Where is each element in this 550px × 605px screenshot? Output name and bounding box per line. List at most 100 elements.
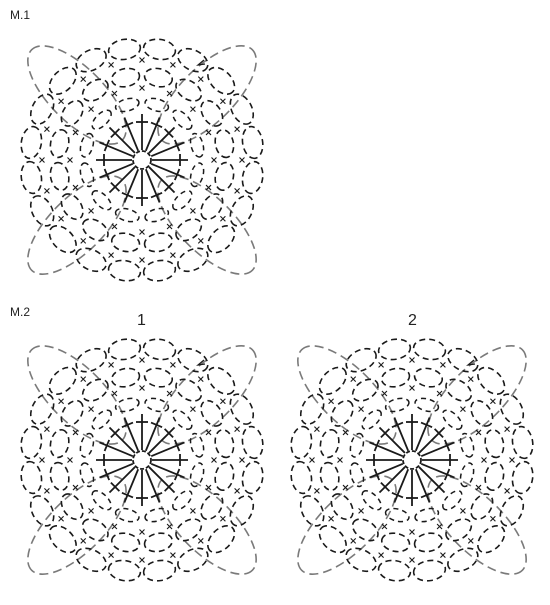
chain-arch	[81, 218, 109, 242]
chain-arch	[29, 495, 55, 527]
sc-stitch-symbol	[342, 429, 349, 436]
chain-arch	[75, 247, 107, 273]
sc-stitch-symbol	[139, 257, 145, 263]
magic-ring	[402, 450, 422, 470]
sc-stitch-symbol	[67, 157, 73, 163]
dc-crossbar	[121, 491, 134, 499]
chain-arch	[48, 225, 77, 254]
sc-stitch-symbol	[490, 398, 496, 405]
sc-stitch-symbol	[111, 223, 118, 230]
sc-stitch-symbol	[220, 215, 226, 222]
sc-stitch-symbol	[139, 357, 145, 363]
dc-stitch-symbol	[420, 441, 455, 458]
dc-stitch-symbol	[123, 417, 140, 452]
chain-arch	[470, 493, 494, 521]
chain-arch	[511, 460, 534, 495]
chain-arch	[175, 78, 203, 102]
chain-arch	[414, 397, 440, 413]
dc-crossbar	[103, 168, 111, 181]
dc-crossbar	[110, 481, 121, 492]
chain-arch	[207, 225, 236, 254]
chain-arch	[377, 559, 412, 582]
chain-arch	[345, 547, 377, 573]
sc-stitch-symbol	[108, 362, 114, 368]
sc-stitch-symbol	[350, 538, 357, 544]
dc-crossbar	[103, 439, 111, 452]
chain-arch	[189, 162, 205, 188]
dc-stitch-symbol	[108, 426, 136, 454]
chain-arch	[114, 507, 140, 523]
chain-arch	[75, 347, 107, 373]
sc-stitch-symbol	[350, 376, 357, 382]
chain-arch	[200, 99, 224, 127]
chain-arch	[20, 425, 43, 460]
dc-stitch-symbol	[393, 468, 410, 503]
chain-arch	[81, 378, 109, 402]
sc-stitch-symbol	[358, 406, 364, 412]
dc-crossbar	[163, 428, 174, 439]
sc-stitch-symbol	[72, 184, 79, 191]
dc-stitch-symbol	[150, 162, 185, 179]
sc-stitch-symbol	[58, 215, 64, 222]
dc-stitch-symbol	[123, 168, 140, 203]
dc-crossbar	[373, 468, 381, 481]
chain-arch	[60, 399, 84, 427]
dc-stitch-symbol	[144, 168, 161, 203]
chain-arch	[290, 425, 313, 460]
chain-arch	[172, 409, 193, 430]
chain-arch	[207, 525, 236, 554]
motif-m1	[20, 38, 264, 282]
sc-stitch-symbol	[504, 426, 510, 432]
sc-stitch-symbol	[378, 552, 384, 558]
chain-arch	[499, 495, 525, 527]
chain-arch	[445, 518, 473, 542]
sc-stitch-symbol	[72, 484, 79, 491]
sc-stitch-symbol	[88, 406, 94, 412]
dc-stitch-symbol	[123, 468, 140, 503]
chain-arch	[110, 532, 141, 553]
dc-stitch-symbol	[108, 466, 136, 494]
dc-stitch-symbol	[150, 141, 185, 158]
dc-stitch-symbol	[99, 141, 134, 158]
sc-stitch-symbol	[475, 484, 482, 491]
sc-stitch-symbol	[239, 157, 245, 163]
sc-stitch-symbol	[44, 426, 50, 432]
chain-arch	[412, 338, 447, 361]
chain-arch	[142, 259, 177, 282]
sc-stitch-symbol	[239, 457, 245, 463]
chain-arch	[175, 218, 203, 242]
chain-arch	[200, 493, 224, 521]
motif-number-2: 2	[408, 312, 417, 329]
sc-stitch-symbol	[381, 390, 388, 397]
chain-arch	[49, 461, 70, 492]
sc-stitch-symbol	[211, 157, 217, 163]
sc-stitch-symbol	[80, 376, 87, 382]
chain-arch	[459, 432, 475, 458]
chain-arch	[241, 425, 264, 460]
chain-arch	[48, 66, 77, 95]
dc-crossbar	[110, 181, 121, 192]
sc-stitch-symbol	[475, 429, 482, 436]
dc-crossbar	[433, 428, 444, 439]
sc-stitch-symbol	[220, 398, 226, 405]
chain-arch	[60, 493, 84, 521]
dc-crossbar	[380, 481, 391, 492]
sc-stitch-symbol	[358, 508, 364, 514]
chain-arch	[143, 367, 174, 388]
magic-ring	[132, 150, 152, 170]
sc-stitch-symbol	[166, 523, 173, 530]
sc-stitch-symbol	[170, 252, 176, 258]
chain-arch	[142, 338, 177, 361]
chain-arch	[200, 399, 224, 427]
chain-arch	[20, 460, 43, 495]
chain-arch	[81, 78, 109, 102]
chain-arch	[380, 532, 411, 553]
chain-arch	[172, 109, 193, 130]
sc-stitch-symbol	[88, 508, 94, 514]
dc-crossbar	[121, 121, 134, 129]
sc-stitch-symbol	[190, 508, 196, 514]
sc-stitch-symbol	[139, 229, 145, 235]
start-arrow-icon	[465, 359, 476, 366]
sc-stitch-symbol	[436, 523, 443, 530]
chain-arch	[172, 190, 193, 211]
